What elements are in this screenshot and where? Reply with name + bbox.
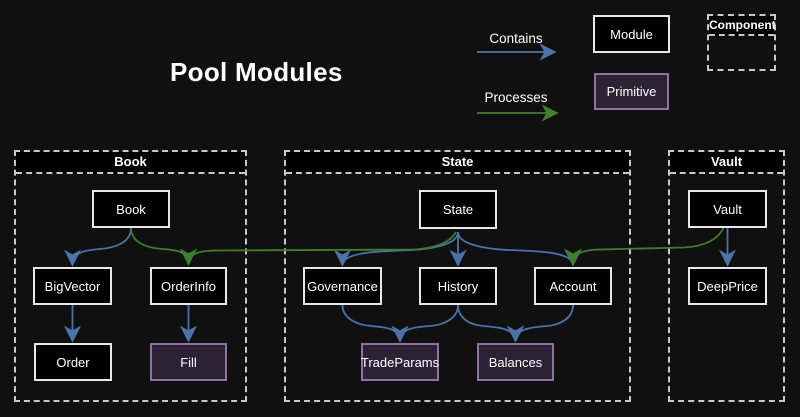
legend-contains-label: Contains [489, 31, 543, 46]
node-orderinfo: OrderInfo [150, 267, 227, 305]
node-deepprice: DeepPrice [688, 267, 767, 305]
legend-processes-label: Processes [484, 90, 548, 105]
node-book: Book [92, 190, 170, 228]
node-governance: Governance [303, 267, 382, 305]
vault-container-title: Vault [670, 152, 783, 174]
page-title: Pool Modules [170, 57, 343, 87]
node-tradeparams: TradeParams [361, 343, 439, 381]
node-fill: Fill [150, 343, 227, 381]
node-account: Account [534, 267, 612, 305]
node-vault: Vault [688, 190, 767, 228]
legend-component-sample: Component [707, 14, 776, 71]
vault-container: Vault [668, 150, 785, 402]
legend-module-sample: Module [593, 15, 670, 53]
node-bigvector: BigVector [33, 267, 112, 305]
node-balances: Balances [477, 343, 554, 381]
state-container: State [284, 150, 631, 402]
legend-primitive-sample: Primitive [594, 73, 669, 110]
node-state: State [419, 190, 497, 229]
legend-component-label: Component [709, 16, 776, 36]
node-order: Order [34, 343, 112, 381]
book-container: Book [14, 150, 247, 402]
node-history: History [419, 267, 497, 305]
state-container-title: State [286, 152, 629, 174]
book-container-title: Book [16, 152, 245, 174]
